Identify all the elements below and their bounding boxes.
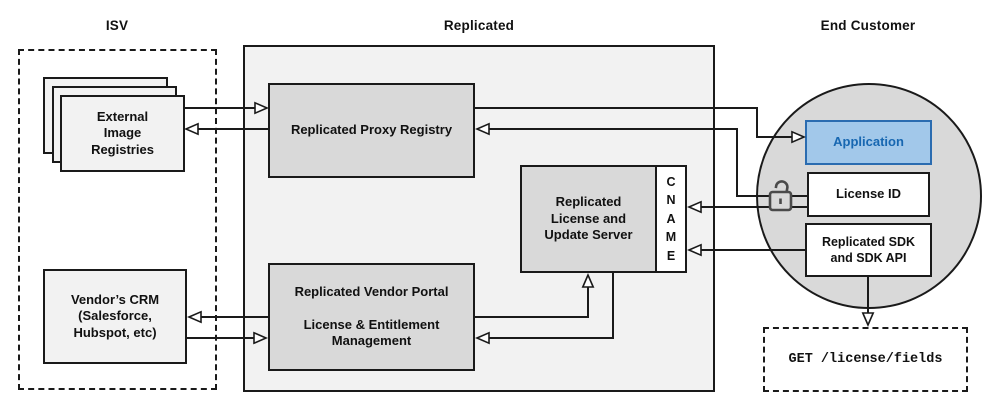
cname-letter: E	[666, 248, 676, 263]
license-id-label: License ID	[835, 186, 902, 202]
vendor-portal-node: Replicated Vendor Portal License & Entit…	[268, 263, 475, 371]
vendors-crm-node: Vendor’s CRM (Salesforce, Hubspot, etc)	[43, 269, 187, 364]
cname-letter: N	[666, 193, 676, 208]
replicated-sdk-line: Replicated SDK	[821, 234, 916, 249]
vendors-crm-line: Vendor’s CRM	[70, 291, 160, 307]
replicated-sdk-node: Replicated SDK and SDK API	[805, 223, 932, 277]
license-server-line: Replicated	[555, 194, 622, 210]
license-update-server-node: Replicated License and Update Server	[520, 165, 657, 273]
section-label-replicated: Replicated	[443, 18, 515, 33]
application-node: Application	[805, 120, 932, 165]
section-label-isv: ISV	[105, 18, 129, 33]
vendor-portal-line: License & Entitlement	[303, 316, 440, 332]
get-license-fields-label: GET /license/fields	[788, 352, 943, 367]
arrowhead-into-get-box	[861, 312, 875, 328]
get-license-fields-box: GET /license/fields	[763, 327, 968, 392]
external-registries-line: Image	[103, 125, 142, 141]
replicated-sdk-line: and SDK API	[830, 251, 907, 265]
license-server-line: License and	[550, 210, 627, 226]
external-image-registries-node: External Image Registries	[60, 95, 185, 172]
external-registries-line: External	[96, 108, 149, 124]
license-id-node: License ID	[807, 172, 930, 217]
vendors-crm-line: (Salesforce,	[78, 308, 152, 324]
proxy-registry-node: Replicated Proxy Registry	[268, 83, 475, 178]
vendors-crm-line: Hubspot, etc)	[73, 324, 157, 340]
license-server-line: Update Server	[544, 227, 633, 243]
proxy-registry-label: Replicated Proxy Registry	[290, 122, 453, 138]
cname-letter: C	[666, 174, 676, 189]
cname-strip: C N A M E	[655, 165, 687, 273]
vendor-portal-line: Management	[331, 333, 412, 349]
cname-letter: M	[665, 230, 677, 245]
external-registries-line: Registries	[91, 141, 154, 157]
application-label: Application	[833, 134, 904, 150]
section-label-end-customer: End Customer	[820, 18, 916, 33]
cname-letter: A	[666, 211, 676, 226]
vendor-portal-title: Replicated Vendor Portal	[294, 284, 449, 300]
